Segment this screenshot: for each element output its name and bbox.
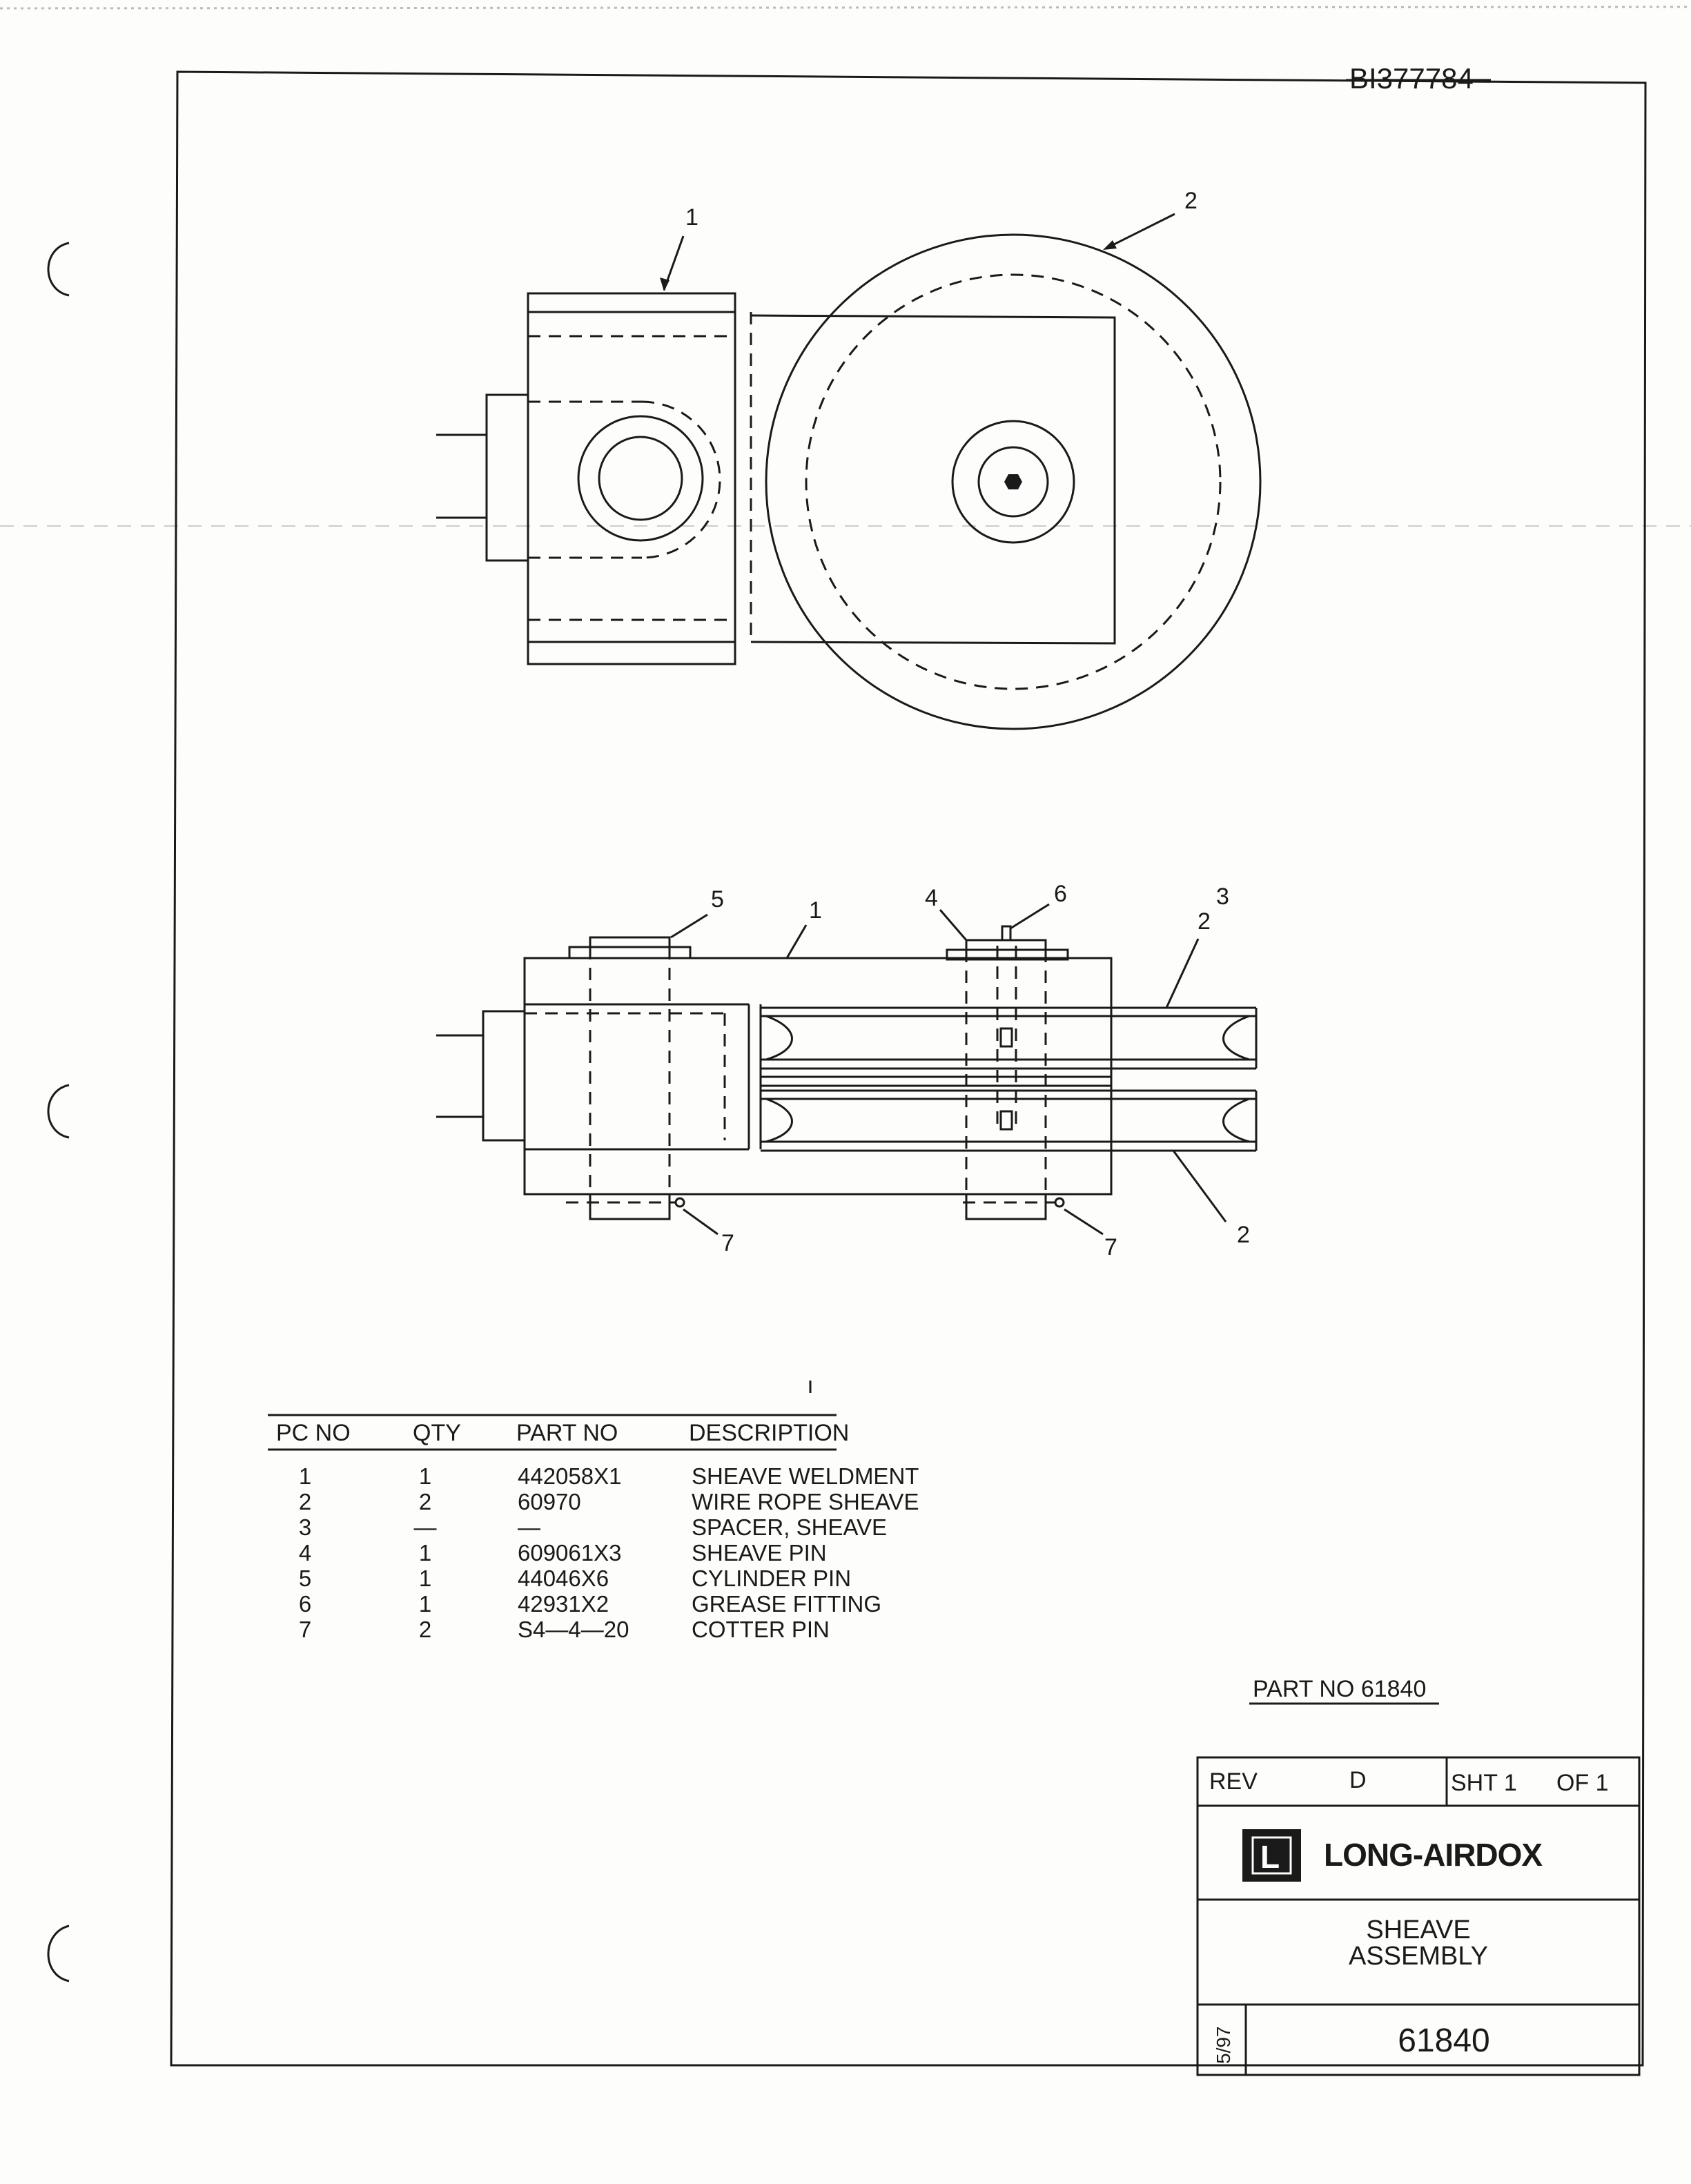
company-logo-icon: L — [1242, 1829, 1301, 1882]
bom-row-1-col-4: SHEAVE WELDMENT — [692, 1463, 919, 1489]
scan-top-edge — [0, 6, 1691, 10]
bom-row-6-col-1: 6 — [299, 1591, 311, 1617]
bom-row-7-col-1: 7 — [299, 1617, 311, 1642]
title-line-2: ASSEMBLY — [1349, 1942, 1488, 1971]
bom-row-6-col-2: 1 — [419, 1591, 431, 1617]
bom-header-description: DESCRIPTION — [689, 1420, 849, 1446]
top-view: 1 2 — [436, 188, 1262, 730]
bom-row-1-col-2: 1 — [419, 1463, 431, 1489]
side-view: 5 1 4 6 3 2 7 7 2 — [436, 881, 1258, 1260]
title-line-1: SHEAVE — [1366, 1915, 1470, 1944]
bom-row-3-col-2: — — [414, 1514, 437, 1540]
rev-label: REV — [1209, 1768, 1258, 1795]
bom-row-2-col-2: 2 — [419, 1489, 431, 1514]
top-weldment-body — [527, 292, 736, 665]
company-name: LONG-AIRDOX — [1324, 1837, 1543, 1873]
bom-row-1-col-3: 442058X1 — [518, 1463, 621, 1489]
sheet-of: OF 1 — [1556, 1770, 1609, 1796]
bom-row-4-col-2: 1 — [419, 1540, 431, 1566]
callout-1-side: 1 — [809, 897, 822, 924]
bom-header-part-no: PART NO — [516, 1420, 618, 1446]
side-sheave-lower — [761, 1089, 1258, 1152]
callout-5-side: 5 — [711, 886, 724, 913]
drawing-number: 61840 — [1398, 2022, 1489, 2059]
top-sheave-bore — [977, 446, 1049, 518]
bom-header-qty: QTY — [413, 1420, 461, 1446]
top-sheave-plate — [750, 314, 1116, 645]
bom-row-4-col-4: SHEAVE PIN — [692, 1540, 827, 1566]
callout-2-top: 2 — [1184, 188, 1198, 214]
top-cylinder-pin-outer — [577, 415, 704, 542]
top-cylinder-pin-inner — [598, 436, 683, 521]
binder-hole-bottom — [47, 1924, 70, 1982]
bom-row-2-col-3: 60970 — [518, 1489, 581, 1514]
callout-1-top: 1 — [685, 204, 698, 231]
bom-row-5-col-3: 44046X6 — [518, 1566, 609, 1591]
top-sheave-groove — [805, 273, 1222, 690]
bom-row-4-col-3: 609061X3 — [518, 1540, 621, 1566]
callout-7-side-right: 7 — [1104, 1234, 1117, 1260]
date: 5/97 — [1213, 2027, 1234, 2065]
part-no-label: PART NO 61840 — [1253, 1676, 1426, 1702]
bom-row-6-col-3: 42931X2 — [518, 1591, 609, 1617]
top-sheave-hub — [951, 420, 1075, 544]
callout-6-side: 6 — [1054, 881, 1067, 907]
drawing-id: BI377784 — [1349, 62, 1474, 95]
bom-row-3-col-3: — — [518, 1514, 540, 1540]
bom-row-2-col-4: WIRE ROPE SHEAVE — [692, 1489, 919, 1514]
bom-row-4-col-1: 4 — [299, 1540, 311, 1566]
bom-row-7-col-2: 2 — [419, 1617, 431, 1642]
bom-row-1-col-1: 1 — [299, 1463, 311, 1489]
top-sheave-outer — [765, 233, 1262, 730]
bom-row-2-col-1: 2 — [299, 1489, 311, 1514]
side-grease-fitting — [1001, 925, 1012, 942]
bom-header-pc-no: PC NO — [276, 1420, 351, 1446]
binder-hole-top — [47, 242, 70, 297]
callout-2-side-lower: 2 — [1237, 1222, 1250, 1248]
bom-row-3-col-4: SPACER, SHEAVE — [692, 1514, 887, 1540]
bom-row-5-col-4: CYLINDER PIN — [692, 1566, 851, 1591]
callout-2-side-upper: 2 — [1198, 908, 1211, 935]
bom-row-3-col-1: 3 — [299, 1514, 311, 1540]
bom-row-6-col-4: GREASE FITTING — [692, 1591, 881, 1617]
binder-hole-middle — [47, 1084, 70, 1139]
sheet-number: SHT 1 — [1451, 1770, 1517, 1796]
bom-row-7-col-3: S4—4—20 — [518, 1617, 629, 1642]
top-grease-fitting — [1004, 474, 1022, 489]
callout-3-side: 3 — [1216, 884, 1229, 910]
logo-letter: L — [1260, 1839, 1279, 1875]
side-spacer — [761, 1075, 1111, 1087]
bom-row-5-col-1: 5 — [299, 1566, 311, 1591]
callout-4-side: 4 — [925, 885, 938, 911]
bom-row-5-col-2: 1 — [419, 1566, 431, 1591]
bom-row-7-col-4: COTTER PIN — [692, 1617, 830, 1642]
title-block: PART NO 61840 REV D SHT 1 OF 1 L LONG-AI… — [1196, 1676, 1641, 2076]
callout-7-side-left: 7 — [721, 1230, 734, 1256]
rev-value: D — [1349, 1767, 1367, 1793]
side-sheave-upper — [761, 1006, 1258, 1070]
drawing-border — [170, 70, 1647, 2067]
